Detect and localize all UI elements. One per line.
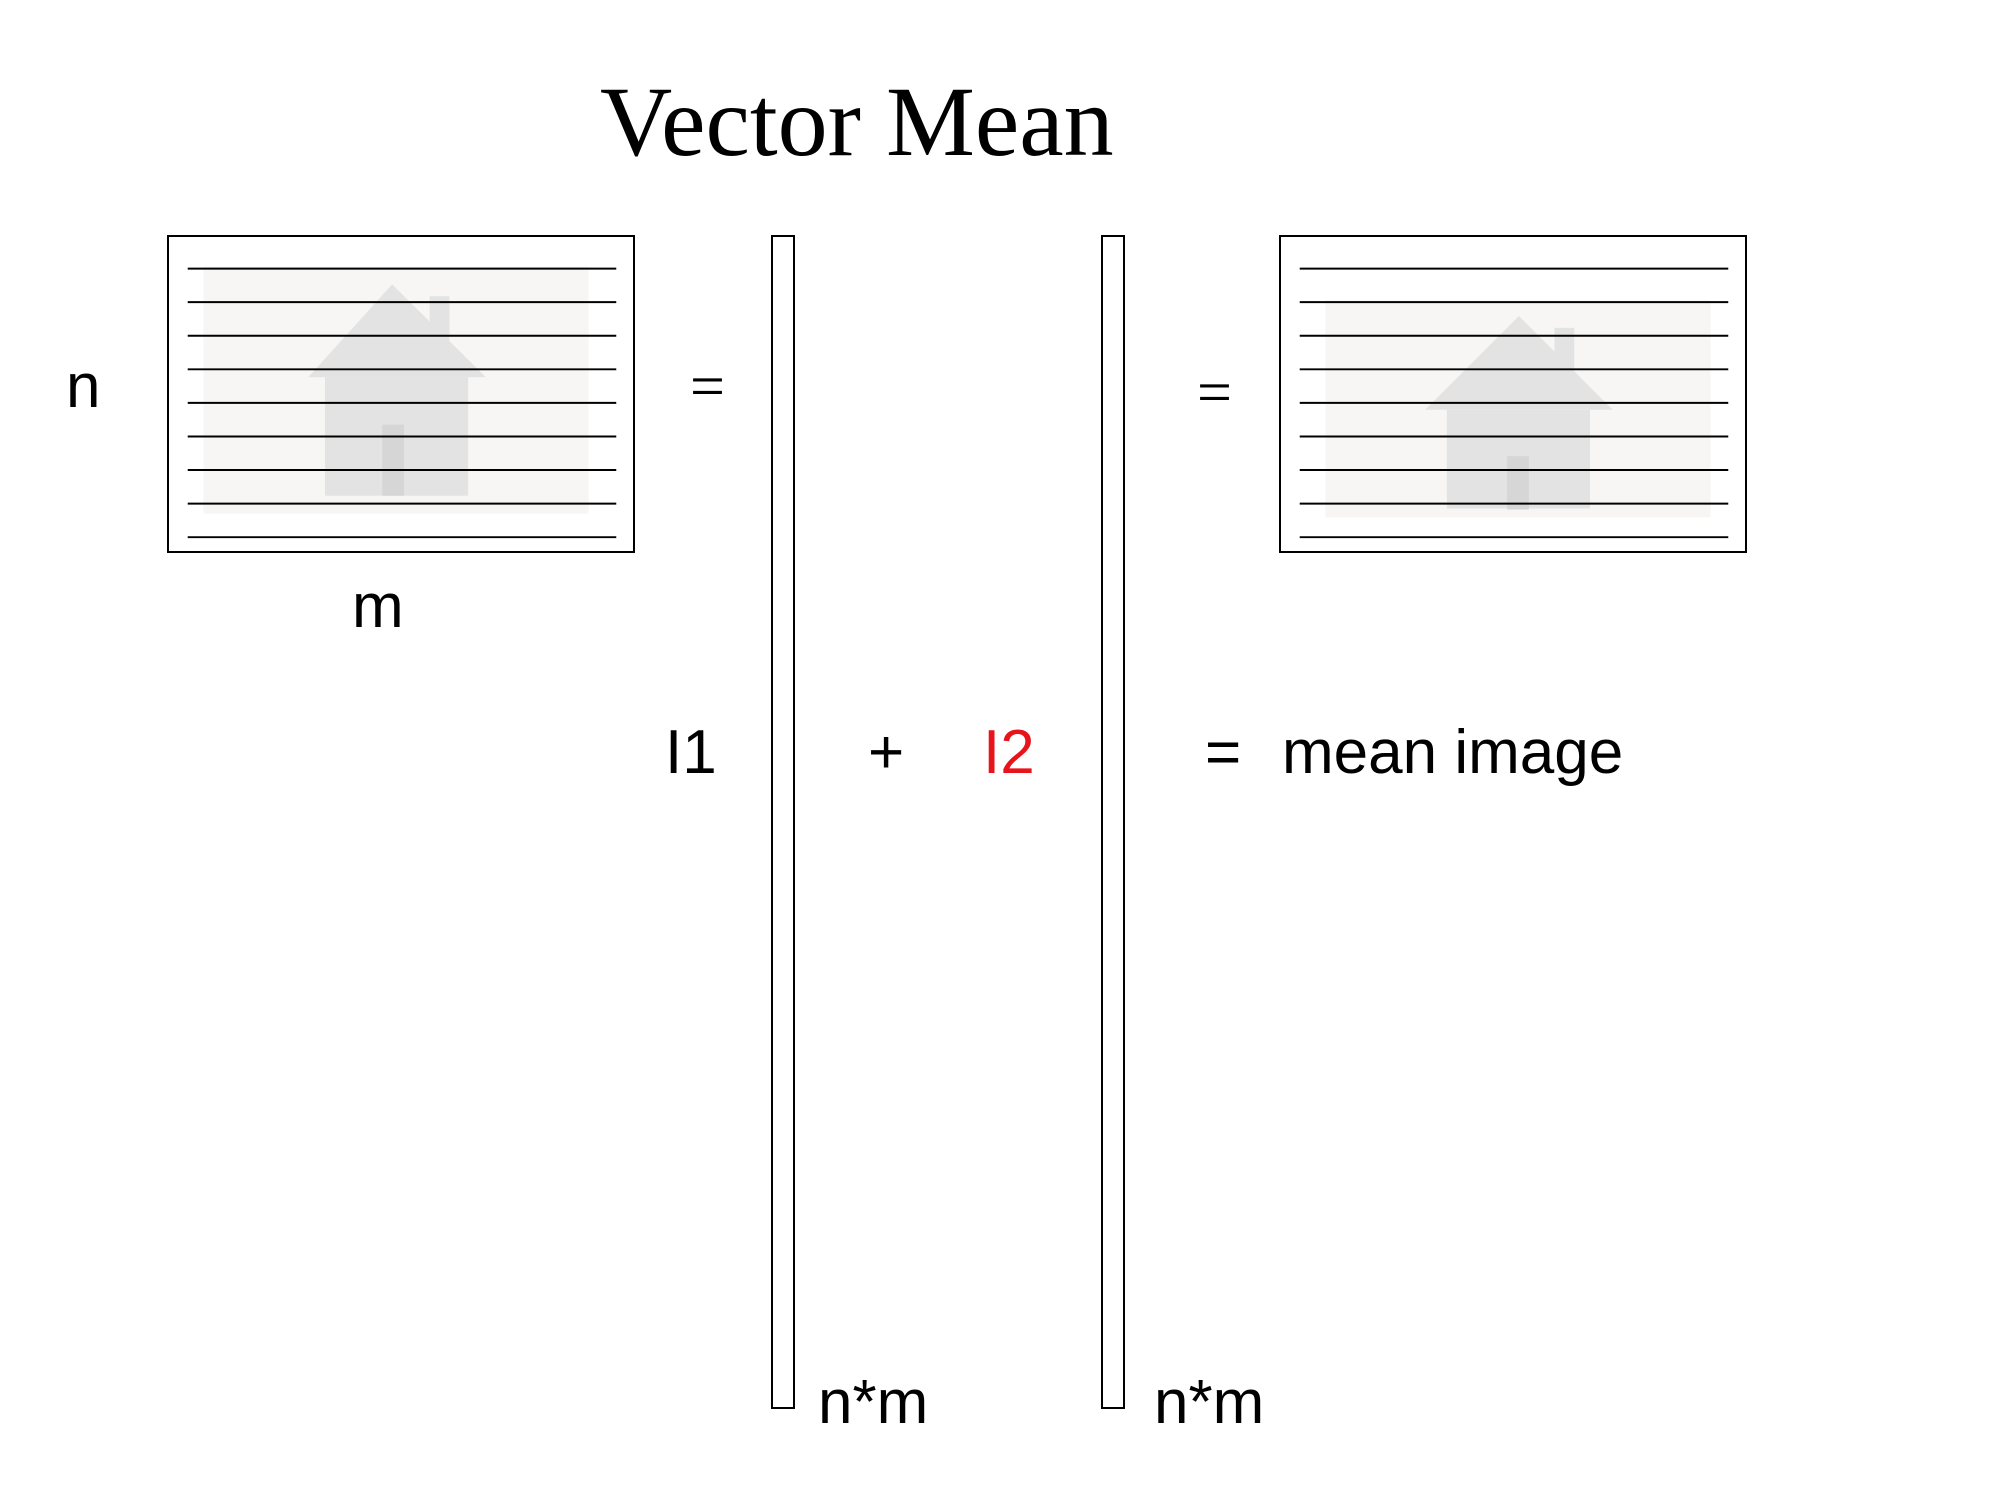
vector-i2-length-label: n*m: [1154, 1368, 1265, 1437]
result-mean-image: mean image: [1282, 718, 1624, 787]
plus-sign: +: [868, 718, 905, 787]
equals-sign-right: =: [1197, 359, 1232, 427]
equals-sign-left: =: [690, 353, 725, 421]
house-image-rows: [187, 266, 617, 539]
equals-sign-result: =: [1205, 718, 1242, 787]
vector-i1-length-label: n*m: [818, 1368, 929, 1437]
slide-title: Vector Mean: [600, 66, 1114, 177]
term-i1: I1: [665, 718, 717, 787]
matrix-width-label: m: [352, 572, 404, 641]
mean-image-matrix: [1279, 235, 1747, 553]
input-image-matrix: [167, 235, 635, 553]
term-i2: I2: [983, 718, 1035, 787]
vector-i1: [771, 235, 795, 1409]
vector-i2: [1101, 235, 1125, 1409]
matrix-height-label: n: [66, 352, 101, 421]
house-image-rows-mean: [1299, 267, 1729, 539]
